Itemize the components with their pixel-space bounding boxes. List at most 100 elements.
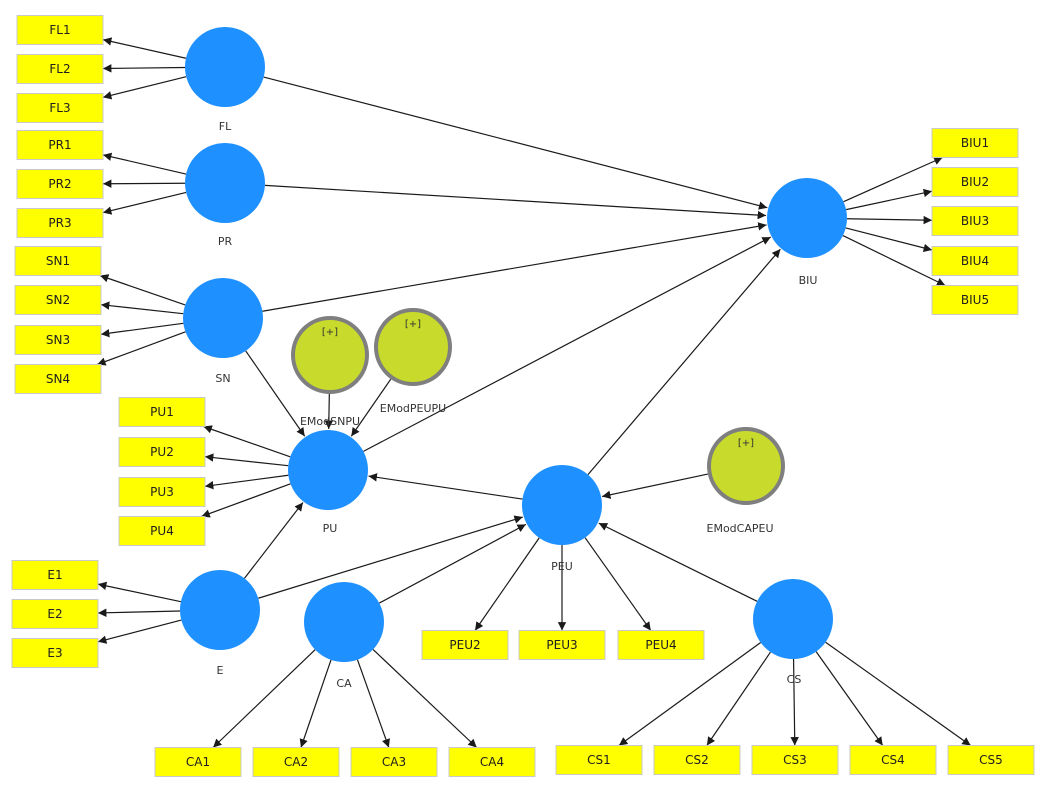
- indicator-box[interactable]: [931, 206, 1019, 236]
- indicator-box[interactable]: [16, 15, 104, 45]
- indicator-box[interactable]: [118, 397, 206, 427]
- indicator-box[interactable]: [118, 516, 206, 546]
- indicator-box[interactable]: [16, 208, 104, 238]
- construct-circle[interactable]: [304, 582, 384, 662]
- indicator-biu3[interactable]: BIU3: [931, 206, 1019, 236]
- indicator-cs3[interactable]: CS3: [751, 745, 839, 775]
- indicator-peu3[interactable]: PEU3: [518, 630, 606, 660]
- construct-circle[interactable]: [522, 465, 602, 545]
- loading-arrow-cs3: [790, 658, 799, 746]
- indicator-peu4[interactable]: PEU4: [617, 630, 705, 660]
- indicator-box[interactable]: [751, 745, 839, 775]
- indicator-ca3[interactable]: CA3: [350, 747, 438, 777]
- indicator-box[interactable]: [252, 747, 340, 777]
- indicator-fl2[interactable]: FL2: [16, 54, 104, 84]
- construct-circle[interactable]: [185, 143, 265, 223]
- indicator-box[interactable]: [118, 437, 206, 467]
- expand-badge[interactable]: [+]: [738, 438, 754, 449]
- indicator-box[interactable]: [931, 246, 1019, 276]
- indicator-sn3[interactable]: SN3: [14, 325, 102, 355]
- indicator-ca4[interactable]: CA4: [448, 747, 536, 777]
- indicator-cs4[interactable]: CS4: [849, 745, 937, 775]
- indicator-pu1[interactable]: PU1: [118, 397, 206, 427]
- construct-circle[interactable]: [767, 178, 847, 258]
- indicator-e3[interactable]: E3: [11, 638, 99, 668]
- indicator-box[interactable]: [16, 130, 104, 160]
- indicator-box[interactable]: [16, 169, 104, 199]
- indicator-box[interactable]: [448, 747, 536, 777]
- indicator-cs2[interactable]: CS2: [653, 745, 741, 775]
- indicator-pr1[interactable]: PR1: [16, 130, 104, 160]
- indicator-ca2[interactable]: CA2: [252, 747, 340, 777]
- indicator-box[interactable]: [931, 167, 1019, 197]
- moderator-circle[interactable]: [374, 308, 452, 386]
- indicator-box[interactable]: [11, 560, 99, 590]
- indicator-box[interactable]: [16, 93, 104, 123]
- moderator-emodsnpu[interactable]: [+] EModSNPU: [291, 316, 369, 428]
- indicator-biu1[interactable]: BIU1: [931, 128, 1019, 158]
- indicator-peu2[interactable]: PEU2: [421, 630, 509, 660]
- indicator-pu2[interactable]: PU2: [118, 437, 206, 467]
- indicator-biu2[interactable]: BIU2: [931, 167, 1019, 197]
- indicator-sn2[interactable]: SN2: [14, 285, 102, 315]
- construct-circle[interactable]: [180, 570, 260, 650]
- construct-circle[interactable]: [288, 430, 368, 510]
- construct-pr[interactable]: PR: [185, 143, 265, 248]
- indicator-box[interactable]: [421, 630, 509, 660]
- indicator-fl1[interactable]: FL1: [16, 15, 104, 45]
- indicator-box[interactable]: [14, 246, 102, 276]
- indicator-sn1[interactable]: SN1: [14, 246, 102, 276]
- moderator-circle[interactable]: [291, 316, 369, 394]
- indicator-cs1[interactable]: CS1: [555, 745, 643, 775]
- construct-circle[interactable]: [183, 278, 263, 358]
- indicator-box[interactable]: [350, 747, 438, 777]
- indicator-box[interactable]: [154, 747, 242, 777]
- arrows-layer: [97, 37, 971, 748]
- construct-cs[interactable]: CS: [753, 579, 833, 686]
- indicator-biu4[interactable]: BIU4: [931, 246, 1019, 276]
- moderator-label: EModSNPU: [300, 415, 360, 428]
- indicator-box[interactable]: [518, 630, 606, 660]
- construct-biu[interactable]: BIU: [767, 178, 847, 287]
- indicator-box[interactable]: [653, 745, 741, 775]
- indicator-box[interactable]: [555, 745, 643, 775]
- indicator-box[interactable]: [11, 638, 99, 668]
- indicator-box[interactable]: [617, 630, 705, 660]
- construct-ca[interactable]: CA: [304, 582, 384, 690]
- indicator-box[interactable]: [14, 364, 102, 394]
- indicator-pu4[interactable]: PU4: [118, 516, 206, 546]
- indicator-biu5[interactable]: BIU5: [931, 285, 1019, 315]
- indicator-box[interactable]: [931, 128, 1019, 158]
- indicator-e2[interactable]: E2: [11, 599, 99, 629]
- construct-fl[interactable]: FL: [185, 27, 265, 133]
- indicator-ca1[interactable]: CA1: [154, 747, 242, 777]
- indicator-box[interactable]: [947, 745, 1035, 775]
- indicator-box[interactable]: [11, 599, 99, 629]
- construct-peu[interactable]: PEU: [522, 465, 602, 573]
- construct-sn[interactable]: SN: [183, 278, 263, 385]
- indicator-pr3[interactable]: PR3: [16, 208, 104, 238]
- indicator-cs5[interactable]: CS5: [947, 745, 1035, 775]
- construct-label: PU: [323, 522, 338, 535]
- indicator-box[interactable]: [14, 325, 102, 355]
- indicator-box[interactable]: [14, 285, 102, 315]
- construct-e[interactable]: E: [180, 570, 260, 677]
- construct-circle[interactable]: [753, 579, 833, 659]
- moderator-emodcapeu[interactable]: [+]EModCAPEU: [707, 427, 785, 535]
- expand-badge[interactable]: [+]: [322, 327, 338, 338]
- indicator-pr2[interactable]: PR2: [16, 169, 104, 199]
- indicator-sn4[interactable]: SN4: [14, 364, 102, 394]
- moderator-emodpeupu[interactable]: [+]EModPEUPU: [374, 308, 452, 415]
- expand-badge[interactable]: [+]: [405, 319, 421, 330]
- indicator-fl3[interactable]: FL3: [16, 93, 104, 123]
- construct-pu[interactable]: PU: [288, 430, 368, 535]
- indicator-box[interactable]: [931, 285, 1019, 315]
- indicator-pu3[interactable]: PU3: [118, 477, 206, 507]
- indicator-box[interactable]: [118, 477, 206, 507]
- indicator-e1[interactable]: E1: [11, 560, 99, 590]
- indicator-label: PU2: [150, 445, 174, 459]
- moderator-circle[interactable]: [707, 427, 785, 505]
- construct-circle[interactable]: [185, 27, 265, 107]
- indicator-box[interactable]: [16, 54, 104, 84]
- indicator-box[interactable]: [849, 745, 937, 775]
